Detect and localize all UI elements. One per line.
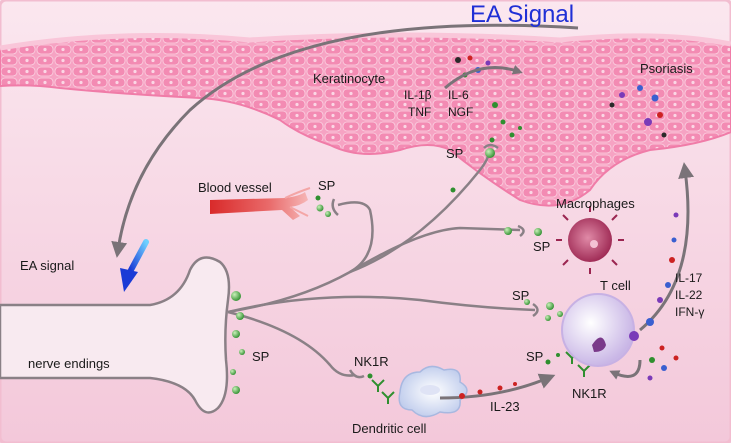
label-sp-epidermis: SP: [446, 146, 463, 161]
nerve-ending-terminal: [0, 256, 231, 414]
label-sp-tcell-bottom: SP: [526, 349, 543, 364]
label-psoriasis: Psoriasis: [640, 61, 693, 76]
ea-stimulus-arrow: [120, 239, 149, 292]
label-nk1r-tcell: NK1R: [572, 386, 607, 401]
blood-vessel: [210, 187, 311, 220]
label-sp-vessel: SP: [318, 178, 335, 193]
nerve-fibers: [227, 149, 536, 377]
label-il23: IL-23: [490, 399, 520, 414]
label-ea-signal: EA signal: [20, 258, 74, 273]
epidermis-cytokine-arrow: [444, 64, 523, 90]
label-t-cell: T cell: [600, 278, 631, 293]
il23-arrow: [439, 373, 556, 400]
label-il6: IL-6: [448, 88, 469, 102]
label-nk1r-dc: NK1R: [354, 354, 389, 369]
label-sp-nerve: SP: [252, 349, 269, 364]
cytokine-return-arrow: [639, 162, 695, 332]
label-il1b: IL-1β: [404, 88, 432, 102]
label-il17: IL-17: [675, 271, 703, 285]
label-sp-macrophage: SP: [533, 239, 550, 254]
label-sp-tcell-top: SP: [512, 288, 529, 303]
il23-granules: [459, 382, 517, 399]
label-tnf: TNF: [408, 105, 431, 119]
diagram-title: EA Signal: [470, 1, 574, 28]
synaptic-terminals: [331, 143, 539, 379]
label-ngf: NGF: [448, 105, 473, 119]
label-macrophages: Macrophages: [556, 196, 635, 211]
label-dendritic-cell: Dendritic cell: [352, 421, 427, 436]
tcell-cytokine-granules: [629, 212, 679, 381]
label-ifng: IFN-γ: [675, 305, 704, 319]
label-keratinocyte: Keratinocyte: [313, 71, 385, 86]
tcell-feedback-arrow: [609, 359, 642, 380]
label-il22: IL-22: [675, 288, 703, 302]
macrophage-cell: [556, 206, 624, 274]
t-cell: [561, 293, 635, 367]
ea-signal-arrow: [111, 23, 579, 258]
label-blood-vessel: Blood vessel: [198, 180, 272, 195]
dendritic-cell: [398, 365, 468, 418]
nk1r-receptor-dc: [371, 379, 395, 404]
sp-granules: [230, 137, 563, 394]
label-nerve-endings: nerve endings: [28, 356, 110, 371]
